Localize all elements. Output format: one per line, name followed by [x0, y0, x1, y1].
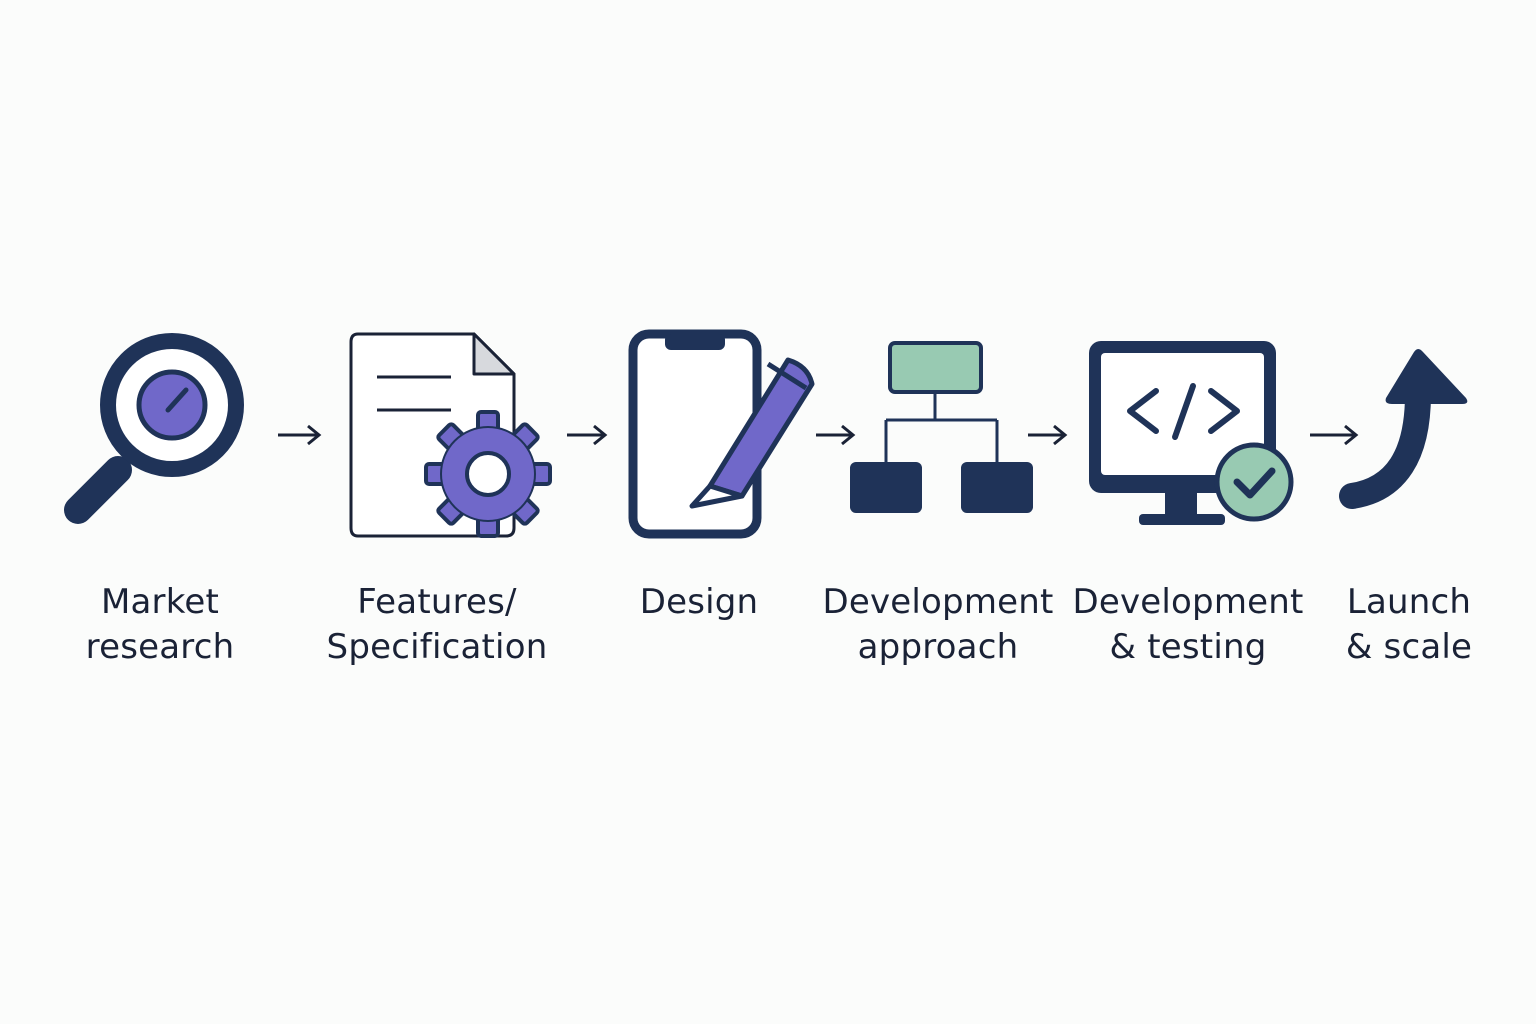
step-label-market-research: Market research	[20, 580, 300, 670]
pencil-icon	[689, 357, 815, 509]
document-gear-icon	[349, 332, 552, 538]
step-label-line: Development	[1072, 582, 1304, 622]
arrow-icon	[1310, 424, 1359, 446]
step-label-line: Specification	[326, 627, 548, 667]
step-label-line: Features/	[357, 582, 517, 622]
gear-icon	[424, 410, 552, 538]
step-label-development-approach: Development approach	[798, 580, 1078, 670]
arrow-icon	[1028, 424, 1068, 446]
check-circle-icon	[1214, 442, 1294, 522]
hierarchy-icon	[850, 341, 1033, 513]
step-label-line: Design	[639, 582, 759, 622]
step-label-development-testing: Development & testing	[1048, 580, 1328, 670]
arrow-icon	[278, 424, 322, 446]
step-label-launch-scale: Launch & scale	[1269, 580, 1536, 670]
code-icon	[1127, 383, 1240, 440]
step-label-design: Design	[559, 580, 839, 625]
arrow-icon	[816, 424, 856, 446]
up-arrow-curve-icon	[1339, 349, 1468, 509]
step-label-line: & testing	[1109, 627, 1267, 667]
step-label-line: Market	[100, 582, 220, 622]
step-label-line: approach	[857, 627, 1019, 667]
step-label-line: research	[85, 627, 235, 667]
step-label-features-specification: Features/ Specification	[297, 580, 577, 670]
step-label-line: Development	[822, 582, 1054, 622]
step-label-line: Launch	[1346, 582, 1472, 622]
monitor-code-check-icon	[1089, 341, 1294, 525]
arrow-icon	[567, 424, 608, 446]
phone-pencil-icon	[628, 329, 815, 539]
magnifier-icon	[64, 333, 244, 524]
step-label-line: & scale	[1345, 627, 1473, 667]
